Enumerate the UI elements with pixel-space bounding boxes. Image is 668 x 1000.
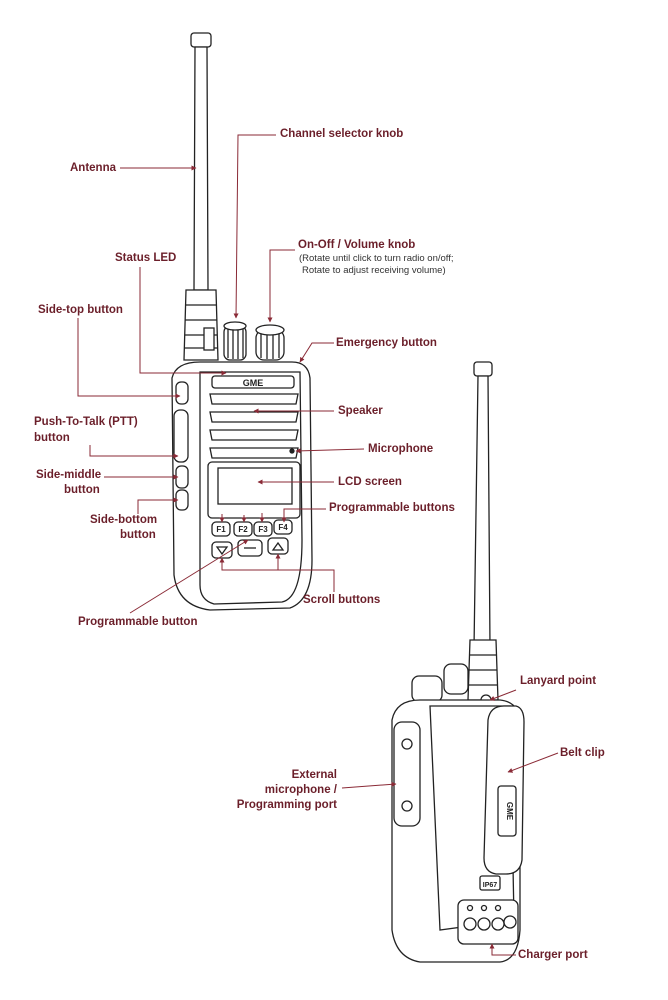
- antenna-shaft: [193, 46, 209, 291]
- label-onoff-note-2: Rotate to adjust receiving volume): [302, 265, 446, 276]
- label-side-bottom-line2: button: [120, 529, 156, 541]
- clip-badge: [497, 785, 517, 837]
- label-side-middle-line1: Side-middle: [36, 469, 102, 481]
- label-side-middle-line2: button: [64, 484, 100, 496]
- microphone-hole: [289, 448, 295, 454]
- rear-antenna-shaft: [473, 375, 491, 649]
- key-f1: F1: [216, 525, 226, 534]
- label-ptt-line2: button: [34, 432, 70, 444]
- label-ptt-line1: Push-To-Talk (PTT): [34, 416, 138, 428]
- label-status-led: Status LED: [115, 252, 177, 264]
- label-channel-knob: Channel selector knob: [280, 128, 404, 140]
- back-radio: GME IP67: [391, 361, 525, 963]
- label-ext-line3: Programming port: [236, 799, 337, 811]
- side-top-button: [175, 381, 189, 405]
- speaker-slot-3: [209, 429, 299, 441]
- speaker-slot-2: [209, 411, 299, 423]
- label-ext-line2: microphone /: [264, 784, 337, 796]
- label-speaker: Speaker: [338, 405, 383, 417]
- label-side-top: Side-top button: [38, 304, 123, 316]
- label-lcd: LCD screen: [338, 476, 402, 488]
- front-brand: GME: [243, 378, 264, 388]
- key-f3: F3: [258, 525, 268, 534]
- key-f2: F2: [238, 525, 248, 534]
- label-lanyard: Lanyard point: [520, 675, 597, 687]
- label-charger: Charger port: [518, 949, 588, 961]
- antenna-tip: [190, 32, 212, 48]
- rating-badge: [479, 875, 501, 891]
- lcd-screen: [217, 467, 293, 505]
- external-port: [393, 721, 421, 827]
- front-radio: GME F1 F2 F3 F4: [171, 32, 313, 611]
- key-f4: F4: [278, 523, 288, 532]
- label-belt-clip: Belt clip: [560, 747, 605, 759]
- label-prog-buttons: Programmable buttons: [329, 502, 455, 514]
- label-onoff-note-1: (Rotate until click to turn radio on/off…: [299, 253, 454, 264]
- label-scroll: Scroll buttons: [303, 594, 381, 606]
- label-microphone: Microphone: [368, 443, 434, 455]
- function-keys: [211, 519, 293, 537]
- rear-antenna-tip: [473, 361, 493, 377]
- speaker-slot-1: [209, 393, 299, 405]
- rating-text: IP67: [483, 882, 498, 889]
- leader-lines: [77, 134, 559, 956]
- rear-knob-1: [411, 675, 443, 703]
- label-onoff-knob: On-Off / Volume knob: [298, 239, 416, 251]
- label-emergency: Emergency button: [336, 337, 437, 349]
- speaker-slot-4: [209, 447, 299, 459]
- ptt-button: [173, 409, 189, 463]
- rear-knob-2: [443, 663, 469, 695]
- label-prog-button: Programmable button: [78, 616, 198, 628]
- label-antenna: Antenna: [70, 162, 116, 174]
- label-side-bottom-line1: Side-bottom: [90, 514, 158, 526]
- rear-brand: GME: [505, 802, 514, 821]
- label-ext-line1: External: [291, 769, 337, 781]
